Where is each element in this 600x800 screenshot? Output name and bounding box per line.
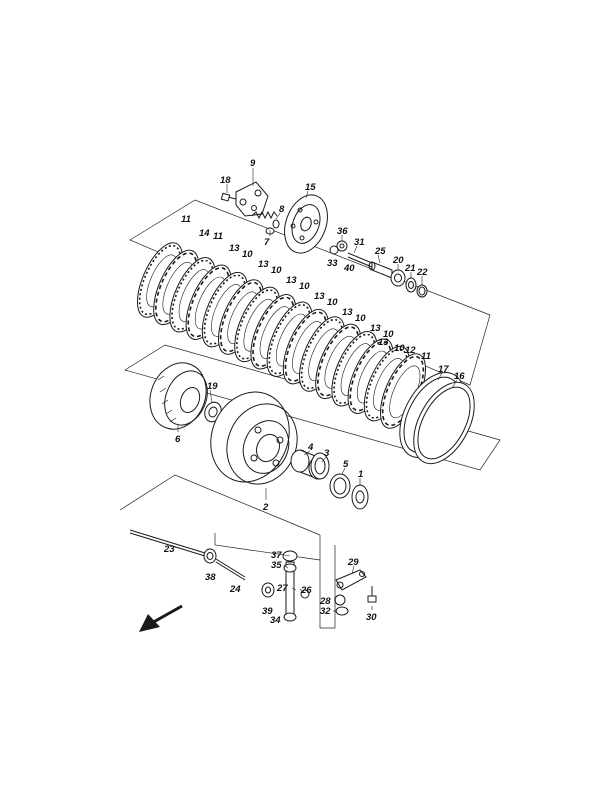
- label-part-17: 17: [438, 364, 449, 375]
- label-part-37: 37: [271, 550, 282, 561]
- label-part-16: 16: [454, 371, 465, 382]
- part-32-washer: [335, 606, 349, 616]
- label-part-35: 35: [271, 560, 282, 571]
- part-27-pin: [300, 589, 310, 599]
- label-part-28: 28: [319, 596, 331, 607]
- part-4-needle-bearing: [310, 452, 330, 480]
- label-part-29: 29: [347, 557, 359, 568]
- label-part-7: 7: [264, 237, 270, 248]
- label-part-10: 10: [383, 329, 394, 340]
- label-part-19: 19: [207, 381, 218, 392]
- label-part-1: 1: [358, 469, 363, 480]
- part-28-nut: [334, 594, 346, 606]
- part-21-washer: [405, 277, 417, 293]
- label-part-10: 10: [327, 297, 338, 308]
- label-part-10: 10: [242, 249, 253, 260]
- part-33-nut: [329, 245, 339, 255]
- label-part-11: 11: [421, 351, 431, 362]
- label-part-9: 9: [250, 158, 256, 169]
- part-15-pressure-plate: [284, 194, 328, 254]
- part-39-washer: [261, 582, 275, 598]
- part-5-bush: [329, 473, 351, 499]
- label-part-24: 24: [229, 584, 241, 595]
- part-30-bolt: [367, 586, 377, 603]
- pressure-plate-assembly: [220, 181, 328, 254]
- label-part-13: 13: [286, 275, 297, 286]
- label-part-26: 26: [300, 585, 312, 596]
- part-24-push-piece: [215, 558, 246, 581]
- label-part-22: 22: [416, 267, 428, 278]
- part-40-rod: [347, 252, 373, 268]
- label-part-11: 11: [181, 214, 191, 225]
- label-part-13: 13: [229, 243, 240, 254]
- label-part-6: 6: [175, 434, 181, 445]
- label-part-21: 21: [404, 263, 416, 274]
- label-part-23: 23: [163, 544, 175, 555]
- label-part-12: 12: [405, 345, 416, 356]
- label-part-38: 38: [205, 572, 216, 583]
- label-part-13: 13: [258, 259, 269, 270]
- label-part-27: 27: [276, 583, 288, 594]
- part-20-bearing: [390, 269, 406, 287]
- clutch-plate-stack: [137, 242, 426, 429]
- label-part-2: 2: [262, 502, 269, 513]
- label-part-15: 15: [305, 182, 316, 193]
- front-direction-arrow-icon: [139, 604, 183, 632]
- label-part-30: 30: [366, 612, 377, 623]
- label-part-8: 8: [279, 204, 285, 215]
- label-part-25: 25: [374, 246, 386, 257]
- part-9-lifter-plate: [235, 181, 269, 217]
- part-25-rod-end: [368, 261, 393, 279]
- label-part-10: 10: [394, 343, 405, 354]
- part-23-push-rod: [129, 529, 206, 557]
- part-29-release-arm: [335, 569, 367, 591]
- part-16-seat-ring: [413, 381, 475, 465]
- label-part-36: 36: [337, 226, 348, 237]
- label-part-32: 32: [320, 606, 331, 617]
- label-part-5: 5: [343, 459, 349, 470]
- label-part-18: 18: [220, 175, 231, 186]
- label-part-34: 34: [270, 615, 281, 626]
- label-part-14: 14: [199, 228, 210, 239]
- label-part-10: 10: [355, 313, 366, 324]
- label-part-39: 39: [262, 606, 273, 617]
- label-part-20: 20: [392, 255, 404, 266]
- label-part-3: 3: [324, 448, 330, 459]
- label-part-4: 4: [307, 442, 314, 453]
- part-2-primary-driven-gear: [210, 391, 298, 485]
- release-rod-parts: [329, 240, 428, 298]
- label-part-13: 13: [342, 307, 353, 318]
- part-6-clutch-sleeve-hub: [149, 362, 208, 430]
- label-part-40: 40: [343, 263, 355, 274]
- label-part-10: 10: [271, 265, 282, 276]
- label-part-33: 33: [327, 258, 338, 269]
- label-part-13: 13: [370, 323, 381, 334]
- label-part-10: 10: [299, 281, 310, 292]
- part-36-washer: [336, 240, 348, 252]
- label-part-11: 11: [213, 231, 223, 242]
- part-22-ring: [416, 284, 428, 298]
- part-38-oil-seal: [203, 548, 217, 564]
- leader-lines: [177, 168, 458, 612]
- label-part-13: 13: [314, 291, 325, 302]
- part-1-thrust-washer: [351, 484, 369, 510]
- part-8-spring: [251, 210, 280, 229]
- part-number-labels: 9 18 8 15 7 36 31 33 40 25 20 21 22 11 1…: [163, 158, 465, 626]
- label-part-13: 13: [378, 337, 389, 348]
- label-part-31: 31: [354, 237, 365, 248]
